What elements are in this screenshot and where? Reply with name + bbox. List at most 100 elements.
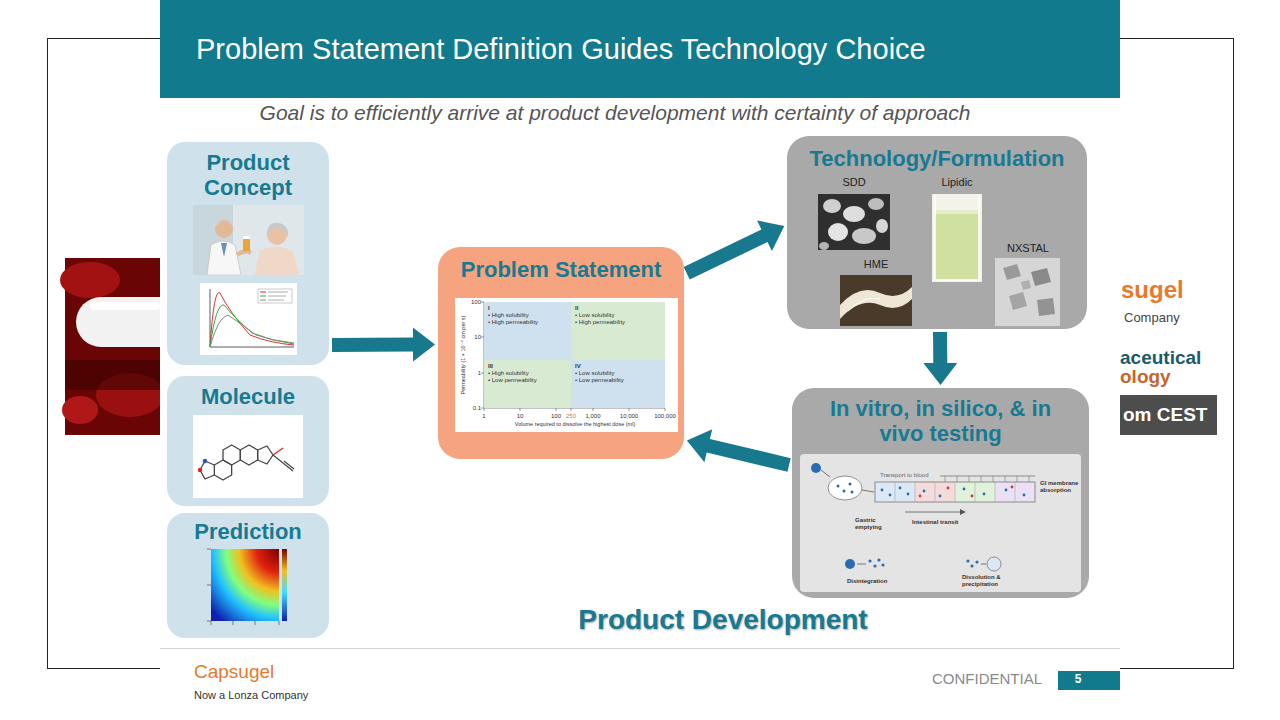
- text-slot: ology: [1120, 366, 1171, 388]
- logo-text: ology: [1120, 366, 1171, 388]
- tick-label: 1,000: [585, 413, 600, 420]
- slide-page: [160, 0, 1120, 706]
- text-slot: Lipidic: [941, 176, 972, 189]
- text-slot: 100: [471, 299, 481, 306]
- figure-label: GI membrane absorption: [1040, 480, 1082, 494]
- prediction-heatmap: [203, 547, 290, 628]
- image-caption: HME: [864, 258, 888, 271]
- tick-label: 0.1: [473, 405, 481, 412]
- text-slot: 0.1: [473, 405, 481, 412]
- concept-box: Product Concept: [167, 142, 329, 365]
- testing-box: In vitro, in silico, & in vivo testingTr…: [792, 388, 1089, 598]
- text-slot: 100,000: [654, 413, 676, 420]
- quadrant-label: • Low solubility: [575, 312, 661, 319]
- text-slot: 10: [517, 413, 524, 420]
- image-caption: NXSTAL: [1007, 242, 1049, 255]
- text-slot: NXSTAL: [1007, 242, 1049, 255]
- text-slot: 1,000: [585, 413, 600, 420]
- molecule-structure: [193, 415, 303, 498]
- confidential-mark: CONFIDENTIAL: [932, 670, 1042, 687]
- block-arrow: [923, 332, 957, 385]
- quadrant-label: III: [488, 363, 567, 370]
- text-slot: 250: [566, 413, 576, 420]
- text-slot: Now a Lonza Company: [194, 689, 308, 702]
- page-number-tab: [1058, 671, 1120, 690]
- block-arrow: [687, 429, 791, 472]
- prediction-box: Prediction: [167, 513, 329, 638]
- logo-text: om CEST: [1123, 404, 1207, 426]
- text-slot: Capsugel: [194, 661, 274, 683]
- subtitle: Goal is to efficiently arrive at product…: [260, 101, 971, 125]
- text-slot: om CEST: [1123, 404, 1207, 426]
- quadrant-label: • Low permeability: [575, 377, 661, 384]
- logo-text: Company: [1124, 311, 1180, 326]
- logo-panel: [1120, 395, 1217, 435]
- tick-label: 1: [478, 370, 481, 377]
- quadrant-label: • High permeability: [575, 319, 661, 326]
- text-slot: 100: [551, 413, 561, 420]
- hme-extrudate: [840, 275, 912, 326]
- text-slot: 5: [1075, 673, 1082, 687]
- node-title: Technology/Formulation: [793, 146, 1081, 171]
- text-slot: SDD: [842, 176, 865, 189]
- text-slot: 10: [474, 334, 481, 341]
- tick-label: 1: [482, 413, 485, 420]
- text-slot: aceutical: [1120, 347, 1201, 369]
- text-slot: Gastric emptying: [855, 517, 889, 531]
- logo-text: aceutical: [1120, 347, 1201, 369]
- title-band: [160, 0, 1120, 98]
- text-slot: Transport to blood: [880, 472, 928, 479]
- bcs-quadrant: IV• Low solubility• Low permeability: [571, 360, 665, 408]
- quadrant-label: • High solubility: [488, 370, 567, 377]
- text-slot: GI membrane absorption: [1040, 480, 1082, 494]
- nxstal-micrograph: [995, 258, 1060, 326]
- molecule-box: Molecule: [167, 376, 329, 506]
- group-label: Product Development: [578, 604, 867, 636]
- image-caption: Lipidic: [941, 176, 972, 189]
- text-slot: Product Development: [578, 604, 867, 636]
- text-slot: Permeability (1 × 10⁻⁴ cm per s): [460, 316, 466, 395]
- block-arrow: [332, 328, 435, 362]
- node-title: Product Concept: [171, 150, 325, 201]
- lipidic-beaker: [932, 194, 982, 282]
- problem-statement-box: Problem StatementI• High solubility• Hig…: [438, 247, 684, 459]
- axis-title: Volume required to dissolve the highest …: [515, 421, 635, 427]
- node-title: In vitro, in silico, & in vivo testing: [810, 396, 1071, 447]
- text-slot: 1: [478, 370, 481, 377]
- text-slot: 10,000: [620, 413, 638, 420]
- footer-tagline: Now a Lonza Company: [194, 689, 308, 702]
- axis-title: Permeability (1 × 10⁻⁴ cm per s): [460, 316, 466, 395]
- figure-label: Transport to blood: [880, 472, 928, 479]
- node-title: Problem Statement: [444, 257, 678, 282]
- text-slot: Intestinal transit: [912, 519, 958, 526]
- text-slot: Volume required to dissolve the highest …: [515, 421, 635, 427]
- pk-curve-chart: [200, 283, 297, 355]
- quadrant-label: • High permeability: [488, 319, 567, 326]
- text-slot: HME: [864, 258, 888, 271]
- slide-title: Problem Statement Definition Guides Tech…: [196, 33, 926, 66]
- quadrant-label: IV: [575, 363, 661, 370]
- quadrant-label: • Low permeability: [488, 377, 567, 384]
- text-slot: Dissolution & precipitation: [962, 574, 1012, 588]
- tick-label: 100,000: [654, 413, 676, 420]
- figure-label: Intestinal transit: [912, 519, 958, 526]
- text-slot: Disintegration: [847, 578, 887, 585]
- image-caption: SDD: [842, 176, 865, 189]
- quadrant-label: • High solubility: [488, 312, 567, 319]
- quadrant-label: • Low solubility: [575, 370, 661, 377]
- tick-label: 100: [551, 413, 561, 420]
- figure-label: Disintegration: [847, 578, 887, 585]
- text-slot: 1: [482, 413, 485, 420]
- figure-label: Dissolution & precipitation: [962, 574, 1012, 588]
- node-title: Molecule: [171, 384, 325, 409]
- text-slot: sugel: [1121, 276, 1184, 304]
- node-title: Prediction: [171, 519, 325, 544]
- tick-label: 10,000: [620, 413, 638, 420]
- consultation-photo: [193, 205, 304, 275]
- text-slot: CONFIDENTIAL: [932, 670, 1042, 687]
- text-slot: Company: [1124, 311, 1180, 326]
- quadrant-label: I: [488, 305, 567, 312]
- technology-box: Technology/FormulationSDD LipidicHME NXSTA…: [787, 136, 1087, 329]
- figure-label: Gastric emptying: [855, 517, 889, 531]
